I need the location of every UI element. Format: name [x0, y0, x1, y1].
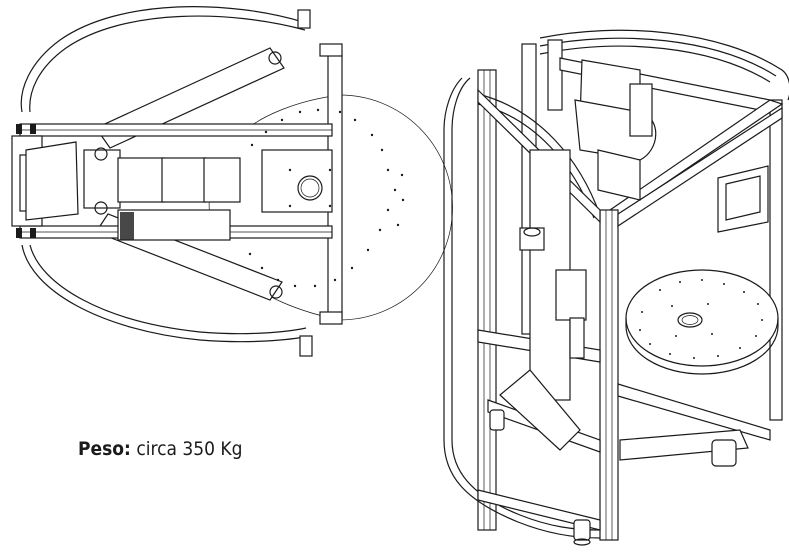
perspective-carriage: [555, 269, 587, 321]
top-view-electronics-box: [117, 209, 231, 241]
top-view-carriage: [83, 149, 121, 209]
top-view-turntable-holes: [248, 108, 405, 288]
top-view-upper-arm: [95, 47, 285, 149]
perspective-turntable-hole: [677, 312, 703, 328]
top-view-upper-rail: [20, 6, 304, 113]
perspective-front-door: [451, 77, 601, 531]
weight-value: circa 350 Kg: [136, 438, 243, 460]
weight-caption: Peso: circa 350 Kg: [78, 438, 243, 460]
top-view-turntable: [339, 94, 453, 321]
perspective-top-rail: [539, 29, 789, 101]
perspective-front-left-post: [477, 69, 497, 531]
perspective-foot: [573, 519, 591, 541]
perspective-turntable-holes: [639, 279, 763, 359]
perspective-view-drawing: [443, 29, 789, 546]
perspective-back-post-right: [769, 99, 783, 421]
top-view-lower-rail: [21, 244, 311, 343]
perspective-front-right-post: [599, 209, 619, 541]
top-view-center-plate: [261, 149, 333, 213]
top-view-center-hole: [297, 175, 323, 201]
weight-label: Peso:: [78, 438, 131, 460]
top-view-drawing: [11, 6, 453, 357]
perspective-base-arm: [499, 369, 581, 451]
